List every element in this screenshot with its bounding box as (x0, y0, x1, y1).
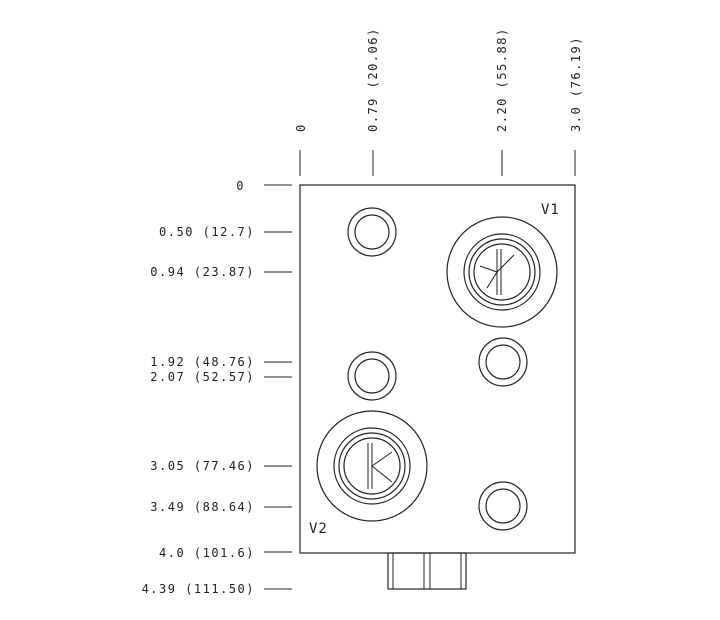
top-dimension-ticks (299, 150, 576, 176)
cartridge-nut-body (387, 552, 467, 590)
port-v2 (316, 410, 428, 522)
top-dimension-labels: 0 0.79 (20.06) 2.20 (55.88) 3.0 (76.19) (294, 27, 583, 132)
left-dim-label-1: 0.50 (12.7) (159, 225, 255, 239)
mounting-hole-bottom-right (478, 481, 528, 531)
top-dim-label-0: 0 (294, 123, 308, 132)
mounting-hole-middle-right (478, 337, 528, 387)
left-dimension-labels: 0 0.50 (12.7) 0.94 (23.87) 1.92 (48.76) … (142, 179, 255, 596)
left-dim-label-2: 0.94 (23.87) (150, 265, 255, 279)
left-dim-label-0: 0 (236, 179, 245, 193)
left-dim-label-6: 3.49 (88.64) (150, 500, 255, 514)
left-dim-label-8: 4.39 (111.50) (142, 582, 255, 596)
port-v2-label: V2 (309, 521, 328, 537)
top-dim-label-1: 0.79 (20.06) (366, 27, 380, 132)
top-dim-label-2: 2.20 (55.88) (495, 27, 509, 132)
top-dim-label-3: 3.0 (76.19) (569, 36, 583, 132)
cartridge-nut (387, 552, 467, 590)
left-dimension-ticks (264, 184, 292, 590)
port-v1 (446, 216, 558, 328)
left-dim-label-7: 4.0 (101.6) (159, 546, 255, 560)
mounting-hole-middle-left (347, 351, 397, 401)
left-dim-label-3: 1.92 (48.76) (150, 355, 255, 369)
mounting-hole-top-left (347, 207, 397, 257)
port-v1-label: V1 (541, 202, 560, 218)
block-outline (299, 184, 576, 554)
left-dim-label-5: 3.05 (77.46) (150, 459, 255, 473)
left-dim-label-4: 2.07 (52.57) (150, 370, 255, 384)
